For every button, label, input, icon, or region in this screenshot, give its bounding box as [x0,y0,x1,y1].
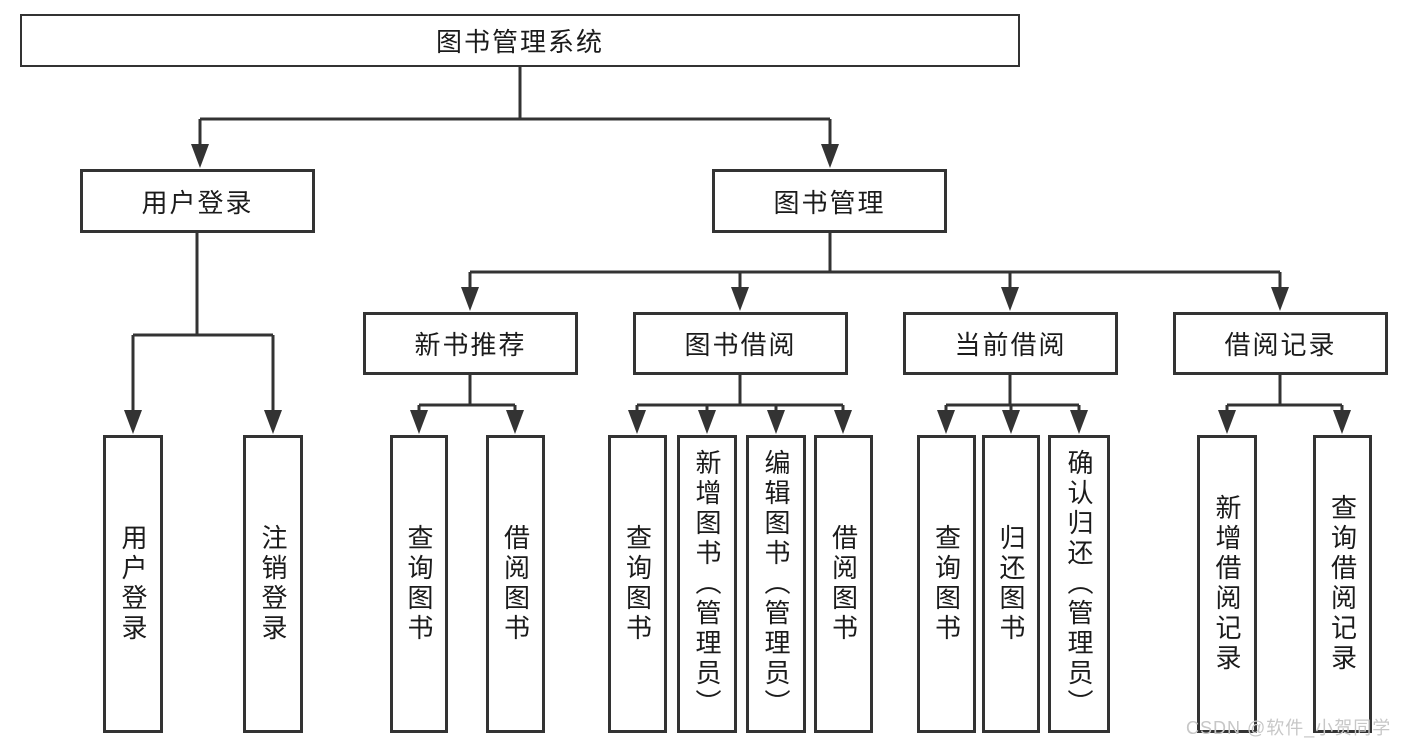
leaf-bb-borrow-books-label: 借阅图书 [828,524,859,644]
leaf-rec-query-books: 查询图书 [390,435,448,733]
connector-book-management [468,232,1282,291]
arrowheads-book-management [461,287,1289,311]
leaf-bb-query-books: 查询图书 [608,435,667,733]
leaf-br-query-record: 查询借阅记录 [1313,435,1372,733]
leaf-rec-borrow-books: 借阅图书 [486,435,545,733]
leaf-cb-query-books-label: 查询图书 [931,524,962,644]
leaf-cb-return-books-label: 归还图书 [996,524,1026,644]
node-new-books: 新书推荐 [363,312,578,375]
node-current-borrow: 当前借阅 [903,312,1118,375]
arrowheads-root [191,144,839,168]
connector-book-borrow [635,374,845,414]
arrowheads-user-login [124,410,282,434]
leaf-bb-add-books-label: 新增图书（管理员） [692,449,722,719]
node-user-login: 用户登录 [80,169,315,233]
connector-new-books [417,374,517,414]
arrowheads-book-borrow [628,410,852,434]
leaf-bb-query-books-label: 查询图书 [622,524,653,644]
leaf-logout-label: 注销登录 [258,524,288,644]
leaf-cb-query-books: 查询图书 [917,435,976,733]
node-borrow-records: 借阅记录 [1173,312,1388,375]
leaf-rec-query-books-label: 查询图书 [404,524,434,644]
leaf-bb-edit-books-label: 编辑图书（管理员） [761,449,791,719]
arrowheads-borrow-records [1218,410,1351,434]
leaf-cb-confirm-return-label: 确认归还（管理员） [1064,449,1094,719]
arrowheads-current-borrow [937,410,1088,434]
leaf-user-login: 用户登录 [103,435,163,733]
leaf-logout: 注销登录 [243,435,303,733]
node-root: 图书管理系统 [20,14,1020,67]
leaf-br-add-record: 新增借阅记录 [1197,435,1257,733]
connector-user-login [131,232,275,414]
connector-current-borrow [944,374,1081,414]
watermark: CSDN @软件_小贺同学 [1186,718,1392,738]
connector-borrow-records [1225,374,1344,414]
leaf-cb-return-books: 归还图书 [982,435,1040,733]
leaf-user-login-label: 用户登录 [118,524,148,644]
leaf-cb-confirm-return: 确认归还（管理员） [1048,435,1110,733]
leaf-bb-borrow-books: 借阅图书 [814,435,873,733]
leaf-rec-borrow-books-label: 借阅图书 [500,524,531,644]
node-book-borrow: 图书借阅 [633,312,848,375]
leaf-bb-add-books: 新增图书（管理员） [677,435,737,733]
leaf-br-query-record-label: 查询借阅记录 [1327,494,1358,674]
leaf-br-add-record-label: 新增借阅记录 [1212,494,1242,674]
leaf-bb-edit-books: 编辑图书（管理员） [746,435,806,733]
arrowheads-new-books [410,410,524,434]
node-book-management: 图书管理 [712,169,947,233]
connector-root [198,67,832,148]
